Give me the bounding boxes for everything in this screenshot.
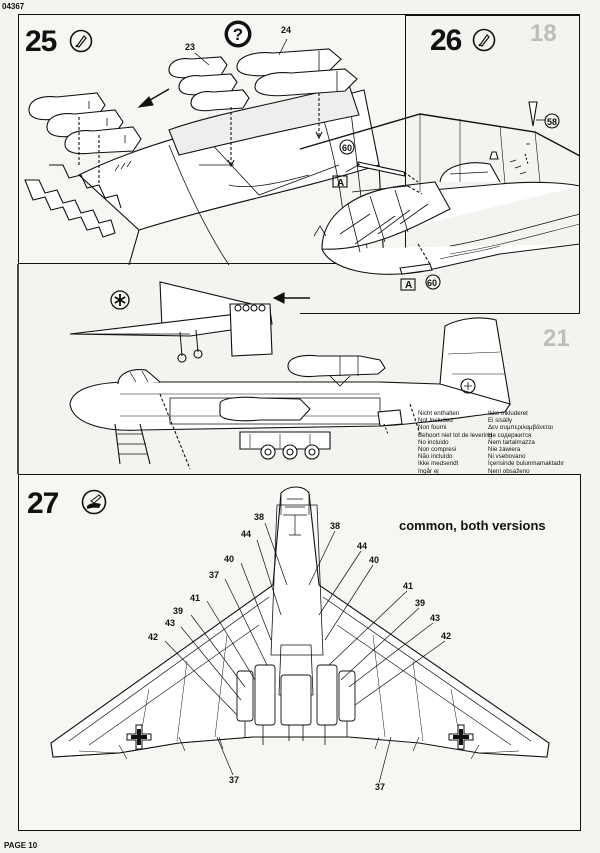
not-included-text: Ei sisälly [488, 417, 513, 425]
callout-39-left: 39 [173, 606, 184, 616]
not-included-text: Δεν συμπεριλαμβάνεται [488, 424, 553, 432]
step-25-drawing [24, 38, 385, 266]
not-included-text: Behoort niet tot de levering [418, 431, 492, 439]
not-included-list-left: Nicht enthalten Not Included Non fourni … [418, 410, 492, 475]
step-number: 25 [25, 25, 57, 58]
kit-code: 04367 [2, 2, 25, 11]
svg-text:?: ? [233, 25, 243, 44]
callout-37-bottom-right: 37 [375, 782, 386, 792]
callout-40-left: 40 [224, 554, 235, 564]
not-included-text: Ikke inkluderet [488, 410, 528, 417]
callout-39-right: 39 [415, 598, 426, 608]
callout-58: 58 [547, 117, 558, 127]
not-included-text: Ikke medsendt [418, 460, 459, 468]
callout-37-left: 37 [209, 570, 220, 580]
not-included-text: No incluido [418, 438, 449, 446]
step-26-right-rule [578, 14, 580, 314]
question-mark-icon: ? [224, 20, 252, 48]
callout-38-left: 38 [254, 512, 265, 522]
callout-44-right: 44 [357, 541, 368, 551]
marker-a-lower: A [405, 280, 413, 291]
not-included-text: Non compresi [418, 446, 457, 454]
not-included-text: İçerisinde bulunmamaktadır [488, 460, 565, 468]
callout-60-lower: 60 [427, 278, 438, 288]
paint-brush-icon [81, 489, 107, 515]
show-through-numeral: 21 [543, 325, 570, 352]
asterisk-circle-icon [110, 290, 130, 310]
callout-23: 23 [185, 42, 196, 52]
callout-38-right: 38 [330, 521, 341, 531]
callout-43-left: 43 [165, 618, 176, 628]
not-included-text: Nem tartalmazza [488, 438, 535, 446]
glue-icon [69, 29, 93, 53]
not-included-text: Ni vsebovano [488, 453, 526, 461]
callout-40-right: 40 [369, 555, 380, 565]
not-included-text: Não incluído [418, 453, 453, 461]
step-26-drawing [299, 101, 581, 291]
not-included-text: Ingår ej [418, 467, 439, 475]
show-through-numeral: 18 [530, 20, 557, 47]
not-included-text: Не содержится [488, 431, 532, 439]
callout-41-left: 41 [190, 593, 201, 603]
callout-43-right: 43 [430, 613, 441, 623]
marker-a-upper: A [337, 178, 345, 189]
step-27-panel: 27 common, both versions 38 44 40 37 41 … [18, 474, 581, 831]
not-included-list-right: Ikke inkluderet Ei sisälly Δεν συμπεριλα… [488, 410, 564, 475]
callout-60-upper: 60 [342, 143, 353, 153]
callout-42-right: 42 [441, 631, 452, 641]
callout-24: 24 [281, 25, 292, 35]
side-view-drawing [17, 264, 511, 474]
callout-37-bottom: 37 [229, 775, 240, 785]
top-view-drawing [50, 486, 550, 784]
common-heading: common, both versions [399, 518, 546, 533]
callout-42-left: 42 [148, 632, 159, 642]
step-26-top-rule [406, 14, 580, 16]
not-included-text: Not Included [418, 417, 453, 425]
not-included-text: Není obsaženo [488, 467, 530, 475]
step-number: 27 [27, 487, 59, 520]
not-included-text: Nie zawiera [488, 446, 521, 454]
callout-41-right: 41 [403, 581, 414, 591]
not-included-text: Non fourni [418, 424, 447, 432]
callout-44-left: 44 [241, 529, 252, 539]
glue-icon [472, 28, 496, 52]
not-included-text: Nicht enthalten [418, 410, 460, 417]
page-label: PAGE 10 [4, 841, 38, 850]
step-number: 26 [430, 24, 462, 57]
